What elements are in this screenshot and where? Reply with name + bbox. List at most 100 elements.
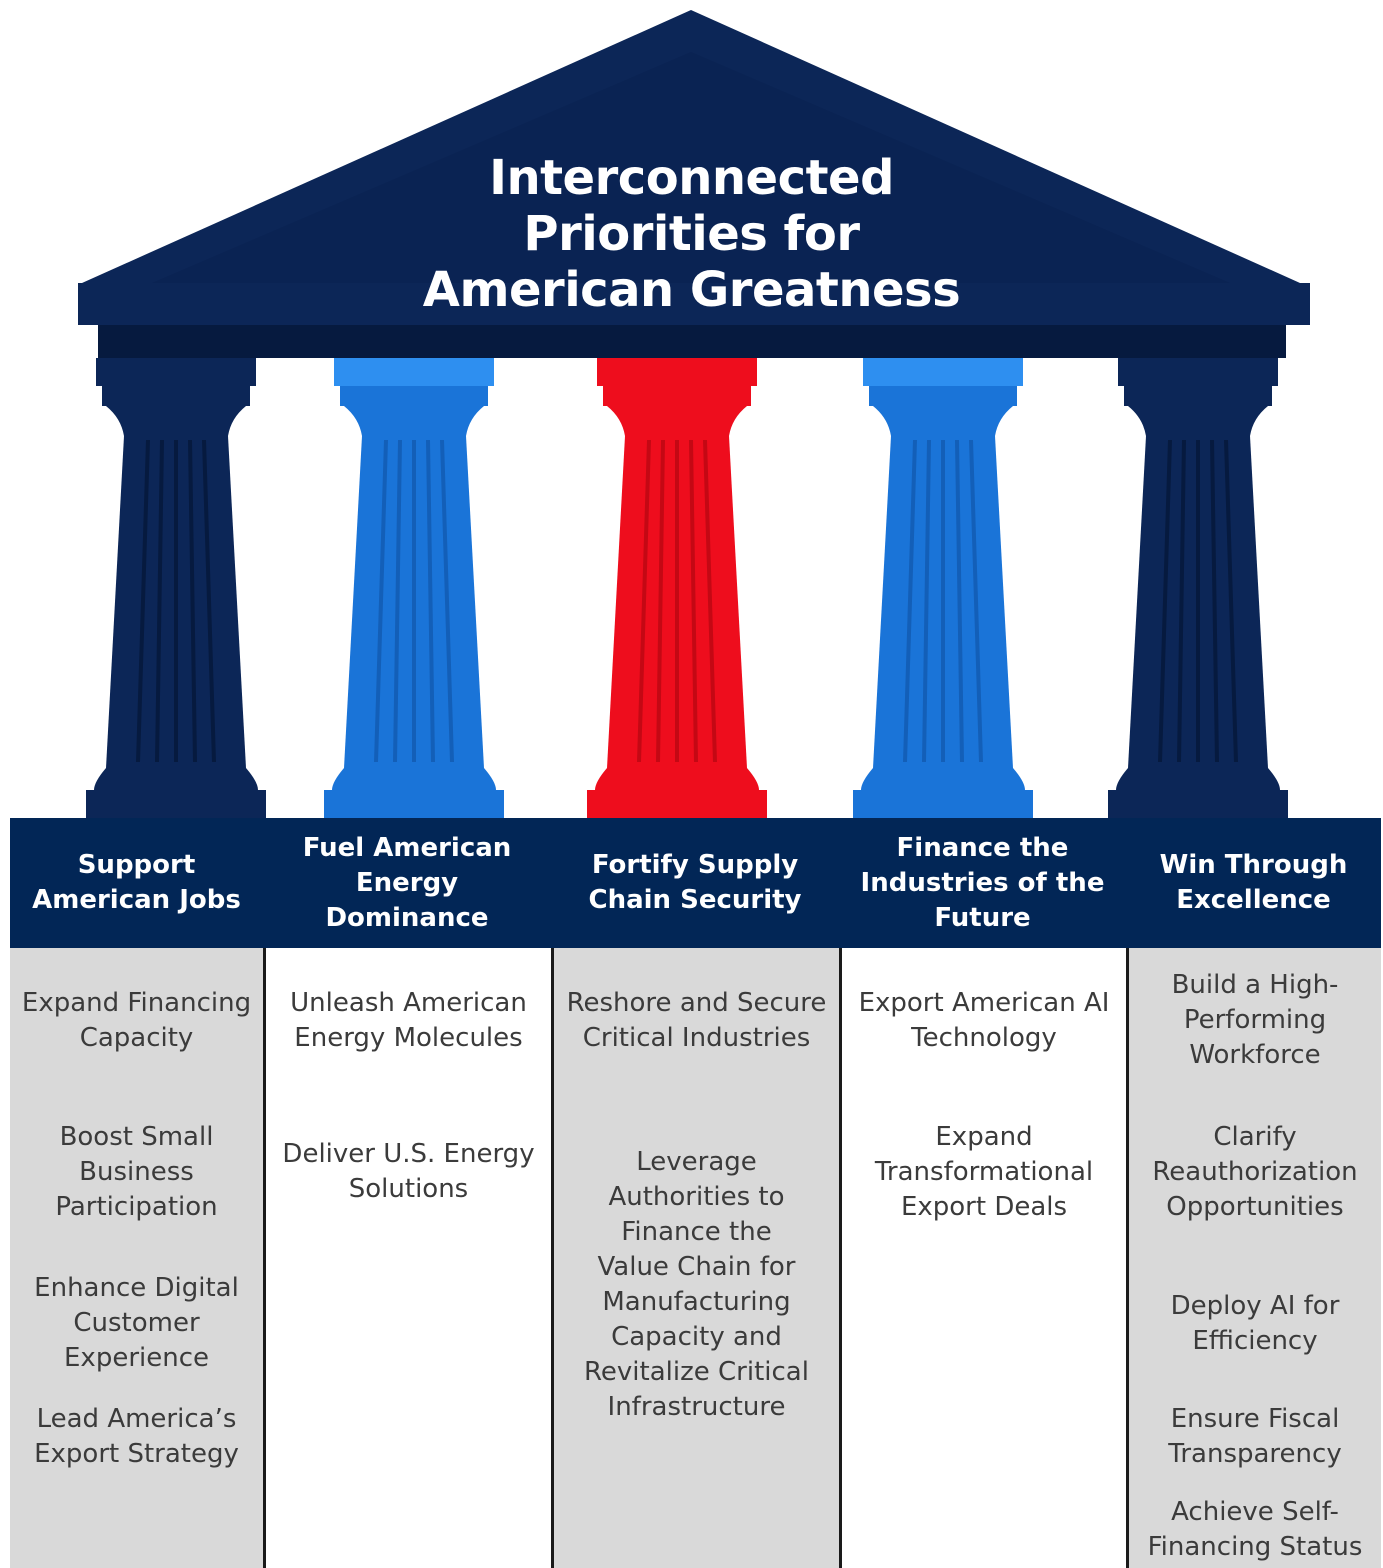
item-line: Boost Small xyxy=(59,1122,214,1152)
item-line: Performing xyxy=(1183,1005,1327,1035)
pillar-capital-mid xyxy=(869,386,1017,406)
heading-line: Future xyxy=(934,902,1031,933)
pillar-plinth xyxy=(86,790,266,818)
priority-unleash-energy-molecules: Unleash American Energy Molecules xyxy=(266,986,551,1056)
item-line: Lead America’s xyxy=(36,1404,237,1434)
priority-leverage-authorities: Leverage Authorities to Finance the Valu… xyxy=(554,1145,839,1425)
pillar-flute xyxy=(656,439,665,763)
pillar-2 xyxy=(324,358,504,818)
pillar-1 xyxy=(86,358,266,818)
item-line: Unleash American xyxy=(290,988,527,1018)
heading-line: Fuel American xyxy=(302,832,512,863)
priority-expand-export-deals: Expand Transformational Export Deals xyxy=(842,1120,1126,1225)
pillar-heading-win-through-excellence: Win Through Excellence xyxy=(1126,818,1381,948)
diagram-title: Interconnected Priorities for American G… xyxy=(300,150,1083,318)
pillar-flute xyxy=(1210,439,1219,763)
item-line: Clarify xyxy=(1213,1122,1297,1152)
item-line: Capacity xyxy=(79,1023,194,1053)
pillar-echinus xyxy=(344,406,484,436)
pillar-flute xyxy=(202,439,216,763)
pillar-base-torus xyxy=(595,768,759,790)
item-line: Value Chain for xyxy=(597,1252,796,1282)
pillar-flute xyxy=(969,439,983,763)
heading-line: Win Through xyxy=(1159,850,1348,880)
item-line: Authorities to xyxy=(608,1182,785,1212)
item-line: Ensure Fiscal xyxy=(1170,1404,1340,1434)
pillar-flute xyxy=(903,439,917,763)
pillar-flute xyxy=(637,439,651,763)
pillar-base-torus xyxy=(94,768,258,790)
priority-reshore-critical-industries: Reshore and Secure Critical Industries xyxy=(554,986,839,1056)
heading-line: Chain Security xyxy=(588,885,802,915)
pillar-flute xyxy=(703,439,717,763)
pillars-group xyxy=(86,358,1288,818)
pillar-plinth xyxy=(324,790,504,818)
heading-line: Support xyxy=(77,850,196,880)
pillar-column-fuel-energy-dominance: Unleash American Energy Molecules Delive… xyxy=(263,948,551,1568)
pillar-plinth xyxy=(1108,790,1288,818)
pillar-base-torus xyxy=(861,768,1025,790)
priority-high-performing-workforce: Build a High- Performing Workforce xyxy=(1129,968,1381,1073)
item-line: Energy Molecules xyxy=(294,1023,523,1053)
priority-lead-export-strategy: Lead America’s Export Strategy xyxy=(10,1402,263,1472)
pillar-capital-top xyxy=(597,358,757,386)
item-line: Enhance Digital xyxy=(34,1273,239,1303)
pillar-echinus xyxy=(607,406,747,436)
priority-boost-small-business: Boost Small Business Participation xyxy=(10,1120,263,1225)
heading-line: Dominance xyxy=(325,902,489,933)
priority-self-financing-status: Achieve Self- Financing Status xyxy=(1129,1495,1381,1565)
pillar-echinus xyxy=(873,406,1013,436)
item-line: Leverage xyxy=(636,1147,757,1177)
pediment-roof xyxy=(78,10,1310,358)
pillar-3 xyxy=(587,358,767,818)
item-line: Financing Status xyxy=(1147,1532,1363,1562)
item-line: Reauthorization xyxy=(1152,1157,1358,1187)
pillar-flute xyxy=(922,439,931,763)
priority-clarify-reauthorization: Clarify Reauthorization Opportunities xyxy=(1129,1120,1381,1225)
pillar-flute xyxy=(374,439,388,763)
item-line: Capacity and xyxy=(611,1322,782,1352)
pillar-5 xyxy=(1108,358,1288,818)
pillar-column-support-american-jobs: Expand Financing Capacity Boost Small Bu… xyxy=(10,948,263,1568)
heading-line: Industries of the xyxy=(860,867,1105,898)
item-line: Critical Industries xyxy=(582,1023,811,1053)
item-line: Efficiency xyxy=(1192,1326,1318,1356)
item-line: Deploy AI for xyxy=(1170,1291,1340,1321)
pillar-flute xyxy=(393,439,402,763)
priority-enhance-digital-experience: Enhance Digital Customer Experience xyxy=(10,1271,263,1376)
pillar-echinus xyxy=(1128,406,1268,436)
pillar-capital-mid xyxy=(102,386,250,406)
pillar-capital-top xyxy=(863,358,1023,386)
item-line: Experience xyxy=(64,1343,209,1373)
item-line: Infrastructure xyxy=(607,1392,786,1422)
item-line: Export Strategy xyxy=(34,1439,239,1469)
item-line: Achieve Self- xyxy=(1171,1497,1339,1527)
item-line: Workforce xyxy=(1189,1040,1321,1070)
item-line: Reshore and Secure xyxy=(566,988,827,1018)
pillar-plinth xyxy=(853,790,1033,818)
pillar-flute xyxy=(1177,439,1186,763)
pillar-flute xyxy=(1158,439,1172,763)
pillar-capital-top xyxy=(96,358,256,386)
pillar-heading-finance-future-industries: Finance the Industries of the Future xyxy=(839,818,1126,948)
item-line: Business xyxy=(79,1157,194,1187)
heading-line: Finance the xyxy=(896,832,1069,863)
item-line: Customer xyxy=(73,1308,200,1338)
roof-entablature xyxy=(98,325,1286,358)
pillar-base-torus xyxy=(332,768,496,790)
pillar-flute xyxy=(188,439,197,763)
item-line: Participation xyxy=(55,1192,218,1222)
pillar-flute xyxy=(955,439,964,763)
pillar-flute xyxy=(1224,439,1238,763)
priority-expand-financing-capacity: Expand Financing Capacity xyxy=(10,986,263,1056)
pillar-4 xyxy=(853,358,1033,818)
temple-illustration xyxy=(78,10,1310,818)
pillar-capital-mid xyxy=(1124,386,1272,406)
pillar-capital-mid xyxy=(603,386,751,406)
pillar-heading-fortify-supply-chain: Fortify Supply Chain Security xyxy=(551,818,839,948)
pillar-plinth xyxy=(587,790,767,818)
item-line: Deliver U.S. Energy xyxy=(282,1139,535,1169)
item-line: Export American AI xyxy=(858,988,1110,1018)
priority-export-ai-technology: Export American AI Technology xyxy=(842,986,1126,1056)
item-line: Technology xyxy=(911,1023,1057,1053)
